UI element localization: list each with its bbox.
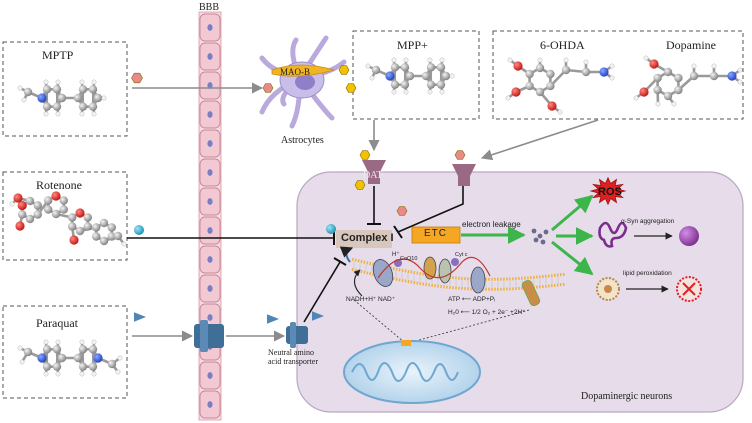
complex-i-box	[336, 230, 392, 248]
mao-b-label: MAO-B	[280, 67, 311, 77]
zoom-line-left	[353, 299, 405, 343]
syn-aggregation-label: α-Syn aggregation	[621, 218, 675, 225]
nadh-label: NADH+H⁺	[346, 296, 377, 303]
paraquat-molecule	[17, 339, 123, 377]
dat-label: DAT	[363, 170, 383, 181]
mpp-plus-molecule	[365, 57, 455, 95]
dopamine-label: Dopamine	[666, 38, 716, 52]
rotenone-box	[2, 171, 128, 261]
ros-label: ROS	[598, 186, 622, 198]
rotenone-label: Rotenone	[36, 178, 82, 192]
to-ros-arrow	[551, 194, 594, 232]
mpp-symbol-dat	[359, 150, 371, 160]
transporter-label-1: Neutral amino	[268, 348, 314, 357]
electron-path	[377, 256, 491, 279]
water-label: H₂0 ⟵ 1/2 O₂ + 2e⁻ +2H⁺	[448, 309, 526, 316]
etc-label: ETC	[424, 228, 447, 239]
coq10-label: CoQ10	[400, 256, 418, 262]
mptp-label: MPTP	[42, 48, 74, 62]
dat-inhibition	[367, 186, 381, 225]
syn-aggregate	[598, 221, 628, 248]
rotenone-inhibition	[127, 231, 335, 245]
dopamine-molecule	[633, 55, 743, 107]
ohda-symbol-dat	[454, 150, 466, 160]
astrocyte	[259, 35, 347, 129]
mptp-molecule	[17, 79, 107, 117]
mpp-symbol-astro-2	[345, 83, 357, 93]
h-plus-label: H⁺	[392, 252, 400, 258]
lipid-droplet	[596, 277, 620, 301]
ohda-dopamine-box	[492, 30, 744, 120]
atp-label: ATP ⟵ ADP+Pᵢ	[448, 296, 496, 303]
ohda-inhibition	[393, 184, 464, 239]
ohda-to-dat-arrow	[480, 119, 599, 161]
peroxidized-lipid-droplet	[676, 276, 702, 302]
ohda-molecule	[505, 57, 615, 115]
complex-i-curl-arrow	[339, 246, 354, 263]
cyt-c-label: Cyt c	[455, 252, 468, 258]
rotenone-symbol-neuron	[326, 224, 336, 234]
ros-burst	[589, 176, 627, 206]
paraquat-symbol-neuron	[312, 311, 324, 321]
paraquat-symbol	[134, 312, 146, 322]
zoom-line-right	[411, 309, 530, 343]
paraquat-box	[2, 305, 128, 399]
transporter-label-2: acid transporter	[268, 357, 318, 366]
paraquat-symbol-bbb	[267, 314, 279, 324]
mptp-symbol-astro	[262, 83, 274, 93]
dopaminergic-neurons-label: Dopaminergic neurons	[581, 391, 673, 402]
ohda-symbol-neuron	[396, 206, 408, 216]
dat-transporter-ohda	[452, 164, 476, 186]
astrocytes-label: Astrocytes	[281, 135, 324, 146]
electron-cluster	[531, 228, 549, 245]
blood-brain-barrier	[198, 11, 222, 421]
mptp-box	[2, 41, 128, 137]
lipid-peroxidation-label: lipid peroxidation	[623, 270, 672, 277]
mpp-symbol-neuron	[354, 180, 366, 190]
etc-box	[411, 226, 461, 244]
complex-i-label: Complex I	[341, 232, 394, 244]
mpp-symbol-astro	[338, 65, 350, 75]
rotenone-molecule	[9, 191, 127, 247]
neutral-amino-acid-transporter-bbb	[194, 320, 224, 352]
mptp-symbol	[131, 72, 143, 84]
electron-leakage-label: electron leakage	[462, 220, 521, 229]
to-lipid-arrow	[551, 240, 594, 276]
paraquat-label: Paraquat	[36, 316, 78, 330]
dat-transporter	[362, 160, 386, 184]
mpp-plus-box	[352, 30, 480, 120]
mpp-plus-label: MPP+	[397, 38, 428, 52]
nad-label: NAD⁺	[378, 296, 396, 303]
paraquat-inhibition	[303, 257, 347, 323]
mitochondrion	[343, 340, 481, 404]
nadh-cycle-arrow	[353, 269, 363, 297]
neutral-amino-acid-transporter-neuron	[286, 322, 308, 348]
bbb-label: BBB	[199, 2, 220, 13]
ohda-label: 6-OHDA	[540, 38, 585, 52]
syn-fibril-ball	[679, 226, 699, 246]
rotenone-symbol	[134, 225, 144, 235]
